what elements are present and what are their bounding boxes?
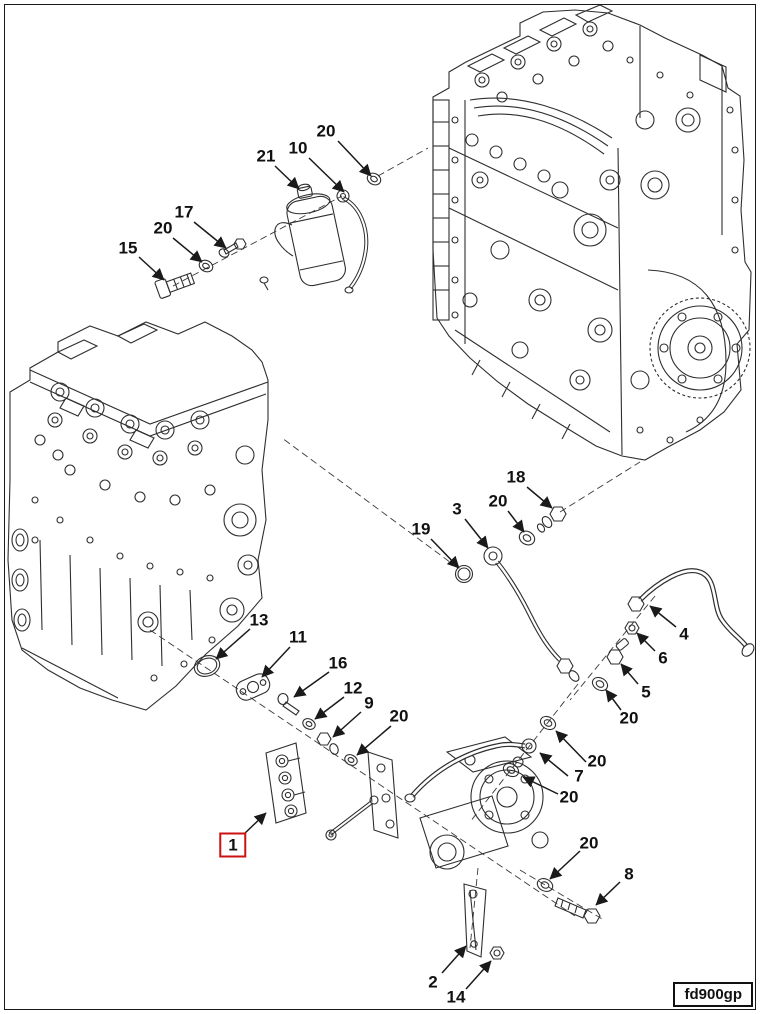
- callout-arrow-20: [172, 237, 203, 263]
- callout-arrow-20: [522, 776, 559, 795]
- part-washer-20-18: [518, 530, 536, 546]
- part-nut-14: [489, 946, 505, 960]
- part-oring-13: [193, 655, 221, 677]
- callout-arrow-5: [620, 663, 639, 685]
- callout-arrow-10: [308, 157, 345, 193]
- callout-3[interactable]: 3: [452, 499, 462, 519]
- callout-arrow-20: [337, 140, 372, 177]
- callout-5[interactable]: 5: [641, 682, 651, 702]
- callout-13[interactable]: 13: [249, 610, 269, 630]
- callout-20[interactable]: 20: [619, 708, 639, 728]
- part-plug-9: [316, 732, 339, 755]
- callout-arrow-20: [356, 725, 392, 756]
- callout-20[interactable]: 20: [488, 491, 508, 511]
- callout-14[interactable]: 14: [446, 987, 466, 1007]
- callout-arrow-20: [549, 850, 581, 880]
- callout-19[interactable]: 19: [411, 519, 431, 539]
- assembly-axis-lines: [149, 147, 656, 949]
- callout-1-highlighted[interactable]: 1: [219, 832, 247, 858]
- part-plug-18: [536, 506, 567, 533]
- part-hose-7: [404, 738, 537, 803]
- callout-12[interactable]: 12: [343, 678, 363, 698]
- callout-20[interactable]: 20: [587, 751, 607, 771]
- callout-arrow-20: [605, 689, 622, 711]
- callout-15[interactable]: 15: [118, 238, 138, 258]
- callout-arrow-21: [274, 165, 300, 190]
- callout-9[interactable]: 9: [364, 693, 374, 713]
- part-manifold-1: [265, 742, 307, 824]
- engine-block-upper: [432, 4, 752, 461]
- engine-block-lower: [7, 321, 269, 711]
- callout-arrow-2: [441, 945, 467, 974]
- part-washer-20-5: [591, 676, 609, 692]
- callout-20[interactable]: 20: [579, 833, 599, 853]
- callout-21[interactable]: 21: [256, 146, 276, 166]
- callout-arrow-9: [332, 711, 362, 738]
- part-fitting-5: [606, 638, 629, 665]
- part-washer-12: [302, 718, 316, 730]
- part-washer-20-7a: [539, 715, 557, 731]
- callout-arrow-8: [595, 881, 621, 906]
- callout-20[interactable]: 20: [316, 121, 336, 141]
- callout-arrow-7: [539, 752, 569, 777]
- callout-arrow-17: [193, 221, 227, 249]
- callout-6[interactable]: 6: [658, 648, 668, 668]
- callout-arrow-3: [464, 518, 489, 549]
- callout-2[interactable]: 2: [428, 972, 438, 992]
- callout-arrow-1: [242, 812, 267, 836]
- figure-code: fd900gp: [673, 982, 753, 1007]
- part-nut-6: [624, 621, 640, 635]
- callout-8[interactable]: 8: [624, 864, 634, 884]
- callout-arrow-15: [138, 256, 165, 281]
- callout-20[interactable]: 20: [153, 218, 173, 238]
- part-flange-11: [235, 673, 271, 701]
- callout-arrow-20: [507, 510, 525, 533]
- part-bolt-16: [277, 692, 300, 716]
- part-stud: [259, 276, 269, 291]
- callout-arrows: [138, 140, 677, 990]
- callout-arrow-4: [649, 605, 677, 628]
- callout-arrow-18: [526, 486, 553, 509]
- callout-10[interactable]: 10: [288, 138, 308, 158]
- callout-arrow-14: [465, 960, 492, 990]
- callout-arrow-19: [430, 538, 460, 569]
- part-washer-20-9: [344, 754, 358, 766]
- callout-20[interactable]: 20: [559, 787, 579, 807]
- callout-arrow-11: [261, 646, 291, 678]
- callout-4[interactable]: 4: [679, 624, 689, 644]
- callout-16[interactable]: 16: [328, 653, 348, 673]
- callout-18[interactable]: 18: [506, 467, 526, 487]
- callout-7[interactable]: 7: [574, 766, 584, 786]
- callout-arrow-16: [293, 671, 330, 698]
- callout-arrow-6: [636, 632, 656, 652]
- part-washer-20-8: [536, 878, 554, 892]
- callout-17[interactable]: 17: [174, 202, 194, 222]
- callout-11[interactable]: 11: [289, 627, 307, 647]
- part-bolt-17: [218, 238, 247, 258]
- part-bracket-2: [463, 883, 487, 958]
- part-pump-assembly: [325, 736, 549, 870]
- part-hose-4: [627, 568, 755, 657]
- callout-arrow-20: [555, 730, 587, 763]
- part-tube-3: [483, 546, 580, 682]
- part-washer-20-left: [198, 259, 214, 273]
- part-oring-19: [454, 564, 474, 584]
- part-bolt-8: [554, 897, 601, 924]
- part-bolt-15: [154, 272, 196, 299]
- part-washer-20-7b: [502, 762, 520, 778]
- callout-20[interactable]: 20: [389, 706, 409, 726]
- callout-arrow-12: [314, 696, 345, 720]
- callout-arrow-13: [215, 628, 251, 660]
